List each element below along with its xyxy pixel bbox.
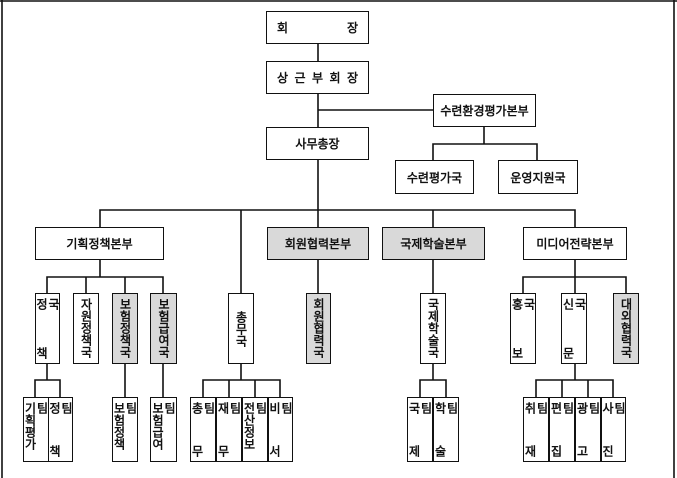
connector-line	[46, 276, 164, 293]
node-label: 총 무 팀	[190, 402, 216, 457]
node-label: 사무총장	[295, 137, 340, 151]
node-insurance-policy-bureau: 보험정책국	[112, 293, 138, 364]
node-label: 회원협력국	[311, 298, 326, 358]
node-label: 비 서 팀	[267, 402, 294, 457]
node-label: 취 재 팀	[523, 402, 549, 457]
node-insurance-benefit-team: 보험급여팀	[150, 397, 177, 462]
node-operations-support-bureau: 운영지원국	[498, 160, 578, 194]
node-secretary-general: 사무총장	[266, 127, 369, 160]
connector-line	[522, 276, 627, 293]
node-media-strategy-hq: 미디어전략본부	[523, 227, 627, 260]
node-label: 학 술 팀	[433, 402, 459, 457]
node-newspaper-bureau: 신 문 국	[561, 293, 587, 364]
node-label: 운영지원국	[510, 170, 566, 185]
connector-line	[99, 209, 576, 228]
node-advertising-team: 광 고 팀	[575, 397, 601, 462]
connector-line	[535, 379, 614, 397]
node-chairman: 회 장	[266, 11, 369, 44]
node-label: 회 장	[277, 21, 358, 35]
node-external-cooperation-bureau: 대외협력국	[613, 293, 639, 364]
node-label: 회원협력본부	[284, 237, 352, 251]
node-member-cooperation-bureau: 회원협력국	[306, 293, 331, 364]
node-reporting-team: 취 재 팀	[523, 397, 549, 462]
node-intl-academic-hq: 국제학술본부	[382, 227, 485, 260]
node-insurance-benefit-bureau: 보험급여국	[150, 293, 177, 364]
node-vice-chairman: 상 근 부 회 장	[266, 61, 369, 94]
node-international-team: 국 제 팀	[407, 397, 433, 462]
node-label: 보험정책팀	[112, 402, 138, 450]
node-photo-team: 사 진 팀	[600, 397, 627, 462]
node-label: 상 근 부 회 장	[277, 71, 358, 85]
node-general-affairs-bureau: 총무국	[228, 293, 254, 364]
node-general-affairs-team: 총 무 팀	[190, 397, 216, 462]
node-finance-team: 재 무 팀	[216, 397, 242, 462]
node-planning-policy-hq: 기획정책본부	[35, 227, 164, 260]
node-label: 보험급여팀	[150, 402, 177, 450]
connector-line	[34, 379, 61, 397]
node-policy-bureau: 정 책 국	[34, 293, 61, 364]
node-label: 편 집 팀	[549, 402, 575, 457]
node-secretary-team: 비 서 팀	[267, 397, 294, 462]
node-label: 정 책 팀	[47, 402, 74, 457]
node-resource-policy-bureau: 자원정책국	[73, 293, 99, 364]
node-label: 재 무 팀	[216, 402, 242, 457]
node-training-eval-bureau: 수련평가국	[395, 160, 474, 194]
node-policy-team: 정 책 팀	[47, 397, 74, 462]
node-label: 보험급여국	[156, 298, 171, 358]
node-label: 기획평가팀	[23, 402, 49, 450]
node-academic-team: 학 술 팀	[433, 397, 459, 462]
node-label: 정 책 국	[34, 298, 61, 359]
node-label: 수련환경평가본부	[440, 104, 529, 118]
node-planning-eval-team: 기획평가팀	[23, 397, 49, 462]
node-label: 보험정책국	[118, 298, 132, 358]
node-member-cooperation-hq: 회원협력본부	[267, 227, 369, 260]
node-label: 대외협력국	[619, 298, 633, 358]
node-label: 미디어전략본부	[536, 237, 614, 251]
node-intl-academic-bureau: 국제학술국	[420, 293, 446, 364]
node-label: 사 진 팀	[600, 402, 627, 457]
node-editing-team: 편 집 팀	[549, 397, 575, 462]
node-label: 총무국	[234, 310, 248, 347]
node-label: 국제학술본부	[400, 237, 467, 251]
node-label: 광 고 팀	[575, 402, 601, 457]
node-label: 전산정보팀	[242, 402, 268, 450]
node-label: 자원정책국	[79, 298, 93, 358]
node-label: 수련평가국	[406, 170, 463, 185]
node-insurance-policy-team: 보험정책팀	[112, 397, 138, 462]
node-label: 기획정책본부	[66, 237, 133, 251]
node-pr-bureau: 홍 보 국	[510, 293, 536, 364]
node-label: 홍 보 국	[510, 298, 536, 359]
connector-line	[432, 143, 538, 160]
node-it-team: 전산정보팀	[242, 397, 268, 462]
node-label: 국 제 팀	[407, 402, 433, 457]
connector-line	[202, 379, 281, 397]
node-label: 국제학술국	[426, 298, 440, 358]
connector-line	[419, 379, 447, 397]
node-training-eval-hq: 수련환경평가본부	[433, 94, 536, 127]
node-label: 신 문 국	[561, 298, 587, 359]
